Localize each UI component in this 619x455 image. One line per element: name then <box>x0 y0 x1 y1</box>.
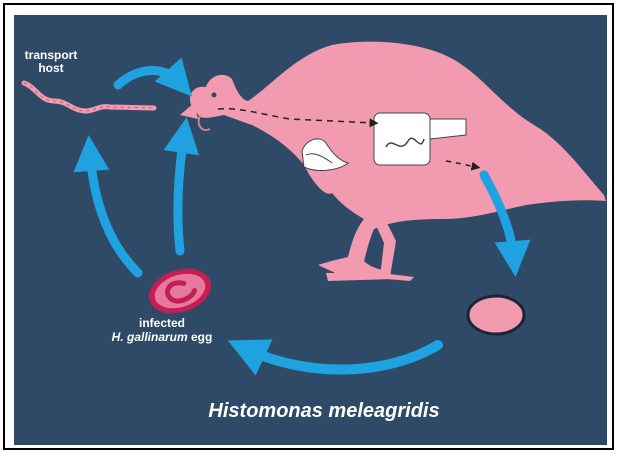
arrow-dropping-to-egg <box>246 345 438 370</box>
egg-word: egg <box>188 330 213 344</box>
life-cycle-diagram: transport host infected H. gallinarum eg… <box>14 15 607 445</box>
diagram-title: Histomonas meleagridis <box>174 400 474 423</box>
diagram-canvas <box>14 15 607 445</box>
arrow-egg-to-worm <box>90 153 138 273</box>
infected-egg-label: infected H. gallinarum egg <box>102 316 222 344</box>
arrow-egg-to-turkey <box>178 135 184 251</box>
species-name: H. gallinarum <box>112 330 188 344</box>
infected-label-line1: infected <box>102 316 222 330</box>
transport-host-label: transport host <box>20 49 82 75</box>
earthworm-icon <box>24 83 154 111</box>
arrow-worm-to-turkey <box>118 70 180 85</box>
infected-egg-icon <box>143 261 217 321</box>
infected-label-line2: H. gallinarum egg <box>102 330 222 344</box>
shed-egg-icon <box>468 296 524 334</box>
